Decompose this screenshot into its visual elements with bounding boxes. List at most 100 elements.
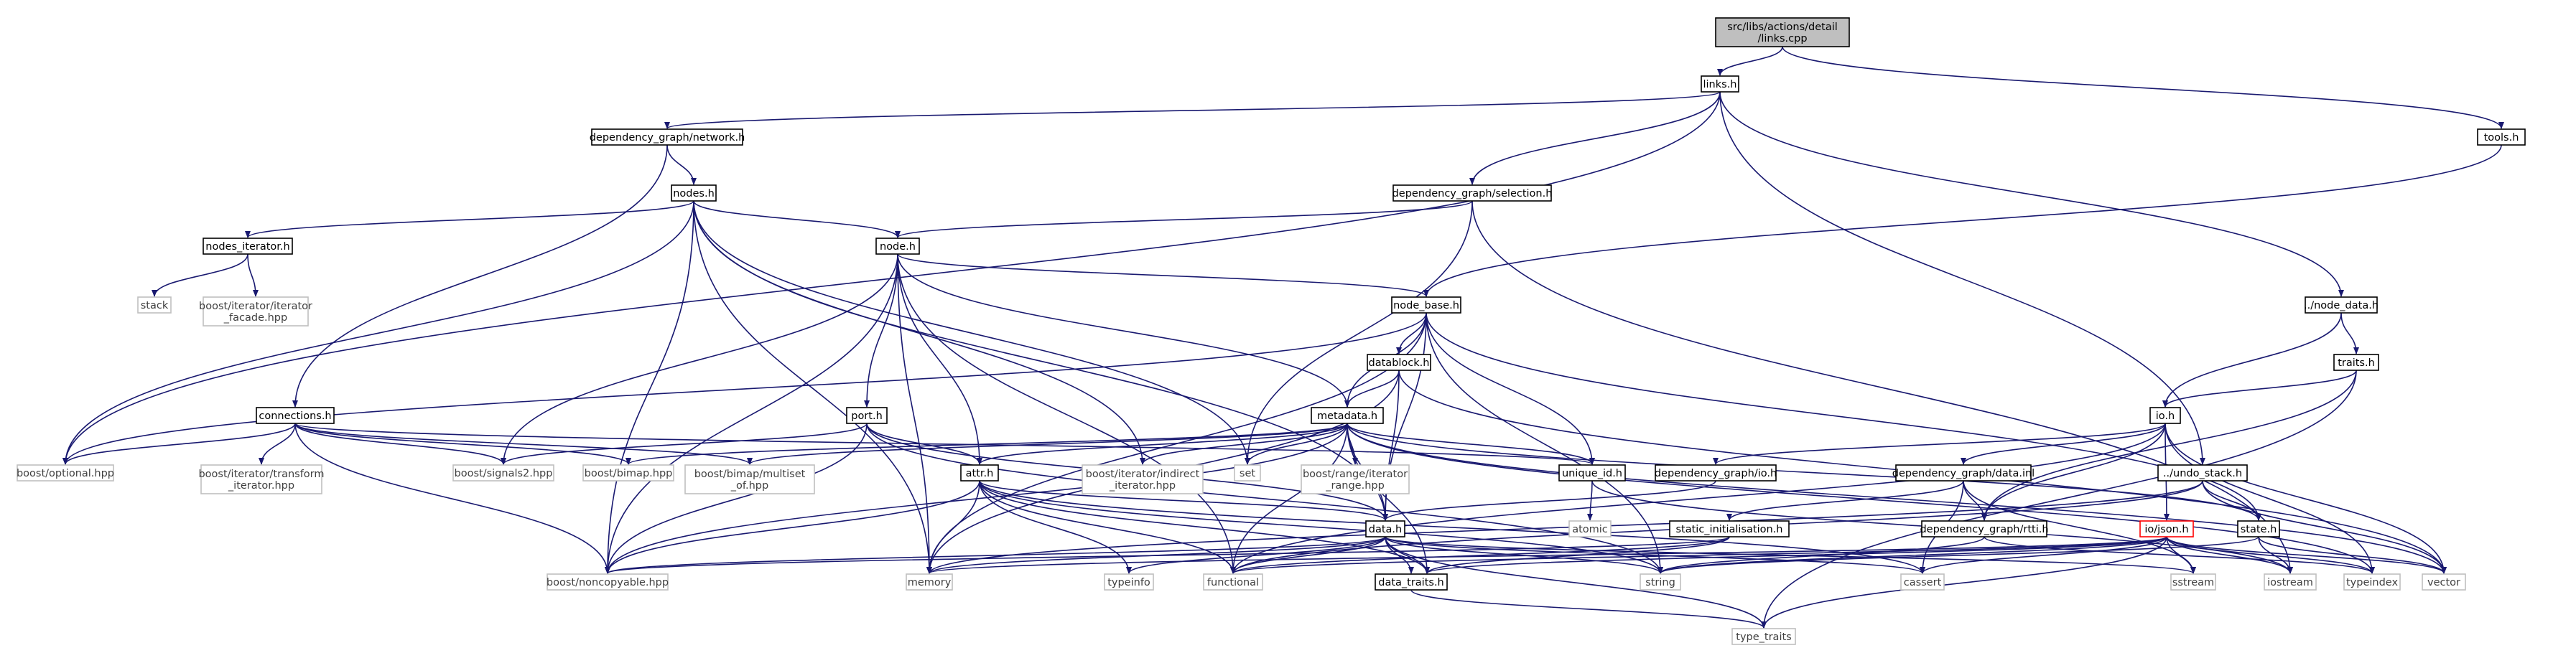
node-connections-h[interactable]: connections.h (256, 407, 335, 424)
node-label: node.h (880, 241, 916, 253)
edge-io_json_h-to-type_traits (1761, 536, 2167, 629)
node-box (2305, 296, 2378, 314)
node-traits-h[interactable]: traits.h (2333, 354, 2379, 371)
node-iostream: iostream (2264, 573, 2317, 591)
node-unique-id-h[interactable]: unique_id.h (1558, 464, 1626, 482)
node-memory: memory (906, 573, 953, 591)
edge-dg_network-to-connections_h (292, 144, 668, 408)
node-io-h[interactable]: io.h (2149, 407, 2181, 424)
node-label: node_base.h (1393, 300, 1459, 311)
edge-io_json_h-to-functional (1230, 536, 2167, 574)
node-dependency-graph-network-h[interactable]: dependency_graph/network.h (590, 128, 745, 146)
node-label: boost/iterator/iterator (199, 301, 312, 312)
node-tools-h[interactable]: tools.h (2477, 128, 2526, 146)
node-nodes-h[interactable]: nodes.h (671, 184, 717, 202)
node-box (1392, 184, 1552, 202)
node-box (547, 573, 669, 591)
edge-node_h-to-node_base_h (897, 253, 1429, 297)
node-dependency-graph-data-inl[interactable]: dependency_graph/data.inl (1892, 464, 2035, 482)
edge-data_h-to-typeinfo (1126, 536, 1386, 574)
node-functional: functional (1203, 573, 1263, 591)
node-links-h[interactable]: links.h (1701, 75, 1739, 93)
edge-links_h-to-dg_network (664, 91, 1721, 129)
node-undo-stack-h[interactable]: ../undo_stack.h (2157, 464, 2248, 482)
edge-links_h-to-undo_stack_h (1719, 91, 2205, 465)
node-datablock-h[interactable]: datablock.h (1367, 354, 1431, 371)
node-label: functional (1207, 577, 1259, 588)
edge-io_json_h-to-vector (2166, 536, 2447, 574)
node-label: data.h (1369, 524, 1402, 535)
node-label: src/libs/actions/detail (1727, 22, 1838, 33)
node-label: ../undo_stack.h (2163, 468, 2242, 479)
edge-links_h-to-boost_optional (62, 91, 1721, 465)
edge-attr_h-to-string (979, 480, 1663, 574)
node-label: typeinfo (1107, 577, 1150, 588)
node-attr-h[interactable]: attr.h (960, 464, 999, 482)
edge-io_json_h-to-map (1424, 536, 2167, 574)
node-stack: stack (137, 296, 172, 314)
node-label: memory (908, 577, 952, 588)
node-label: dependency_graph/rtti.h (1920, 524, 2048, 535)
node-node-h[interactable]: node.h (875, 238, 920, 255)
edge-connections_h-to-boost_optional (62, 423, 296, 465)
node-box (1568, 520, 1612, 537)
node-box (452, 464, 554, 482)
edge-node_base_h-to-unique_id_h (1426, 312, 1595, 465)
node-label: io/json.h (2144, 524, 2188, 535)
node-nodes-iterator-h[interactable]: nodes_iterator.h (203, 238, 293, 255)
edge-dg_network-to-nodes_h (666, 144, 697, 185)
node-set: set (1234, 464, 1261, 482)
edge-data_h-to-type_traits (1385, 536, 1767, 629)
node-state-h[interactable]: state.h (2237, 520, 2280, 537)
node-label: nodes_iterator.h (205, 241, 289, 253)
node-label: data_traits.h (1378, 577, 1444, 588)
node-io-json-h[interactable]: io/json.h (2139, 520, 2194, 537)
node-data-traits-h[interactable]: data_traits.h (1375, 573, 1448, 591)
node-box (906, 573, 953, 591)
nodes-layer: src/libs/actions/detail/links.cpp links.h… (17, 17, 2526, 645)
node-box (1391, 296, 1461, 314)
node-box (1082, 464, 1204, 494)
node-metadata-h[interactable]: metadata.h (1311, 407, 1384, 424)
node-data-h[interactable]: data.h (1365, 520, 1405, 537)
edge-dg_selection-to-node_h (895, 200, 1473, 238)
edge-metadata_h-to-state_h (1347, 423, 2261, 521)
edge-data_traits_h-to-type_traits (1410, 589, 1767, 629)
node-label: _range.hpp (1325, 480, 1385, 492)
node-label: iostream (2267, 577, 2313, 588)
edge-undo_stack_h-to-state_h (2202, 480, 2261, 521)
node-label: boost/iterator/indirect (1086, 469, 1200, 480)
edge-attr_h-to-cassert (979, 480, 1925, 574)
node-dependency-graph-io-h[interactable]: dependency_graph/io.h (1655, 464, 1777, 482)
node-label: tools.h (2484, 132, 2519, 144)
edge-node_base_h-to-state_h (1426, 312, 2261, 521)
node-node-base-h[interactable]: node_base.h (1391, 296, 1461, 314)
node-static-initialisation-h[interactable]: static_initialisation.h (1669, 520, 1790, 537)
node-box (875, 238, 920, 255)
node-box (200, 464, 322, 494)
edge-io_h-to-vector (2165, 423, 2447, 574)
edge-state_h-to-iostream (2258, 536, 2293, 574)
node-box (582, 464, 674, 482)
node-box (1365, 520, 1405, 537)
node-box (256, 407, 335, 424)
edge-metadata_h-to-boost_noncopyable (605, 423, 1348, 574)
edge-dg_io_h-to-data_h (1382, 480, 1716, 521)
node-box (1701, 75, 1739, 93)
node-box (1669, 520, 1790, 537)
edge-io_json_h-to-typeindex (2166, 536, 2375, 574)
edge-connections_h-to-boost_bimap_multiset (294, 423, 753, 465)
node-dependency-graph-rtti-h[interactable]: dependency_graph/rtti.h (1920, 520, 2049, 537)
edge-state_h-to-string (1657, 536, 2259, 574)
node-boost-iterator-iterator-facade-hpp: boost/iterator/iterator_facade.hpp (199, 296, 312, 327)
node-sstream: sstream (2170, 573, 2216, 591)
node-label: ../node_data.h (2304, 300, 2379, 311)
node-node-data-h[interactable]: ../node_data.h (2304, 296, 2379, 314)
node-port-h[interactable]: port.h (846, 407, 888, 424)
node-dependency-graph-selection-h[interactable]: dependency_graph/selection.h (1392, 184, 1553, 202)
node-box (1301, 464, 1410, 494)
node-box (846, 407, 888, 424)
node-src-libs-actions-detail-links-cpp[interactable]: src/libs/actions/detail/links.cpp (1715, 17, 1850, 47)
node-box (2149, 407, 2181, 424)
node-type-traits: type_traits (1731, 628, 1796, 645)
